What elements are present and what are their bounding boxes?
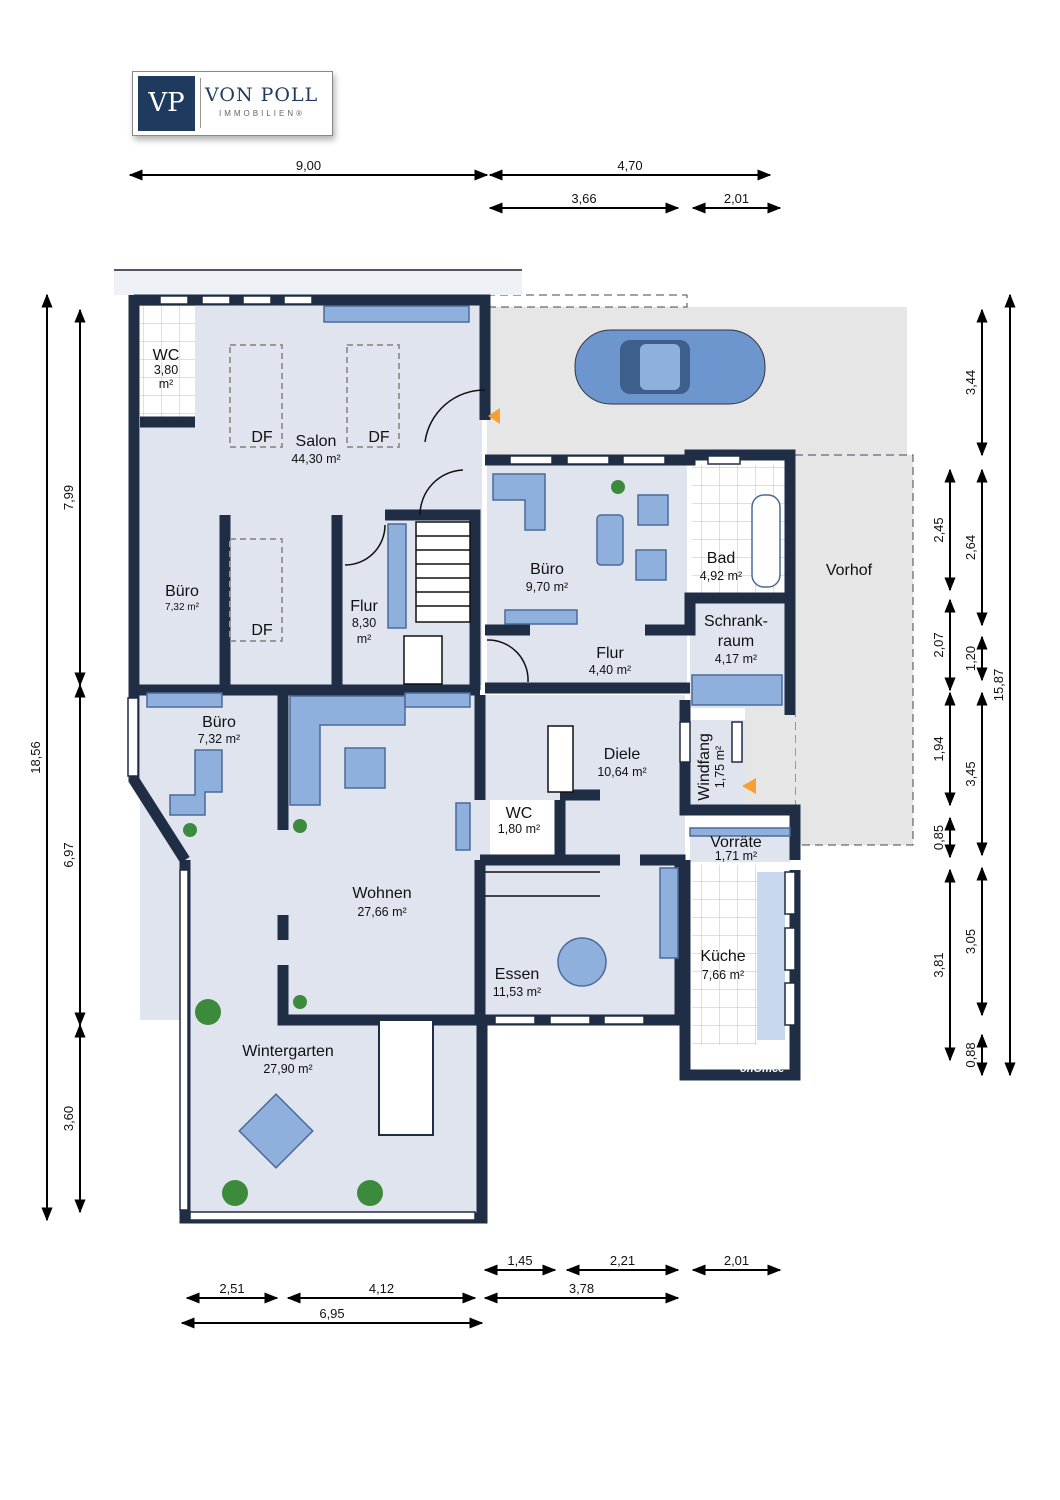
room-flur-left-unit: m² xyxy=(357,632,372,646)
room-flur-left-area: 8,30 xyxy=(352,616,376,630)
fireplace xyxy=(378,1019,434,1136)
room-buero-left-area: 7,32 m² xyxy=(165,602,200,613)
room-labels: WC 3,80 m² Salon 44,30 m² DF DF DF Büro … xyxy=(153,347,873,1076)
room-vorhof-name: Vorhof xyxy=(826,562,873,579)
room-buero-lower-area: 7,32 m² xyxy=(198,732,240,746)
logo-name: VON POLL xyxy=(205,84,319,106)
room-windfang-area: 1,75 m² xyxy=(713,746,727,788)
dimension-label: 1,94 xyxy=(931,736,946,761)
dimension-label: 7,99 xyxy=(61,485,76,510)
dimension-label: 6,95 xyxy=(319,1306,344,1321)
dimension-label: 4,70 xyxy=(617,158,642,173)
windows xyxy=(127,295,796,1221)
dimension-label: 3,81 xyxy=(931,952,946,977)
roof-edge xyxy=(114,269,522,295)
logo-divider xyxy=(200,78,201,128)
skylights xyxy=(229,344,400,642)
room-bad-name: Bad xyxy=(707,550,735,567)
room-bad-area: 4,92 m² xyxy=(700,569,742,583)
dimension-label: 2,07 xyxy=(931,632,946,657)
logo-subtitle: IMMOBILIEN® xyxy=(219,109,306,118)
room-wohnen-name: Wohnen xyxy=(352,885,411,902)
room-wc-lower-area: 1,80 m² xyxy=(498,822,540,836)
room-wohnen-area: 27,66 m² xyxy=(357,905,406,919)
skylight-label: DF xyxy=(251,429,273,446)
onoffice-watermark: onOffice xyxy=(740,1063,784,1075)
room-schrankraum-name1: Schrank- xyxy=(704,613,768,630)
room-wintergarten-area: 27,90 m² xyxy=(263,1062,312,1076)
room-essen-area: 11,53 m² xyxy=(493,985,541,999)
room-vorraete-name: Vorräte xyxy=(710,834,762,851)
dimension-label: 1,20 xyxy=(963,646,978,671)
dimension-label: 3,78 xyxy=(569,1281,594,1296)
room-wc-top-area: 3,80 xyxy=(154,363,178,377)
skylight-label: DF xyxy=(368,429,390,446)
von-poll-logo: VP VON POLL IMMOBILIEN® xyxy=(132,71,333,136)
room-buero-right-name: Büro xyxy=(530,561,564,578)
dimension-label: 2,01 xyxy=(724,191,749,206)
room-vorraete-area: 1,71 m² xyxy=(715,849,757,863)
room-buero-lower-name: Büro xyxy=(202,714,236,731)
furniture xyxy=(146,305,791,1169)
room-wc-top-name: WC xyxy=(153,347,180,364)
dimension-label: 3,45 xyxy=(963,761,978,786)
dimension-label: 2,51 xyxy=(219,1281,244,1296)
dimension-label: 1,45 xyxy=(507,1253,532,1268)
stairs xyxy=(403,521,600,897)
wc-top-tiles xyxy=(140,305,195,420)
dimension-label: 2,01 xyxy=(724,1253,749,1268)
dimension-label: 2,64 xyxy=(963,535,978,560)
dimension-label: 18,56 xyxy=(28,741,43,774)
entrance-markers xyxy=(488,408,756,794)
room-buero-left-name: Büro xyxy=(165,583,199,600)
car-icon xyxy=(574,329,766,405)
room-kueche-area: 7,66 m² xyxy=(702,968,744,982)
doors xyxy=(344,389,529,683)
dimension-label: 15,87 xyxy=(991,669,1006,702)
room-wintergarten-name: Wintergarten xyxy=(242,1043,334,1060)
dimension-label: 6,97 xyxy=(61,842,76,867)
dimension-label: 2,45 xyxy=(931,517,946,542)
room-windfang-name: Windfang xyxy=(696,733,713,801)
kitchen-counter xyxy=(757,872,785,1040)
dimension-label: 0,88 xyxy=(963,1042,978,1067)
room-salon-area: 44,30 m² xyxy=(291,452,340,466)
room-wc-lower-name: WC xyxy=(506,805,533,822)
room-flur-mid-name: Flur xyxy=(596,645,624,662)
room-essen-name: Essen xyxy=(495,966,539,983)
skylight-label: DF xyxy=(251,622,273,639)
room-flur-left-name: Flur xyxy=(350,598,378,615)
dimension-label: 4,12 xyxy=(369,1281,394,1296)
room-diele-name: Diele xyxy=(604,746,641,763)
room-wc-top-unit: m² xyxy=(159,377,174,391)
room-buero-right-area: 9,70 m² xyxy=(526,580,568,594)
room-salon-name: Salon xyxy=(296,433,337,450)
dimension-label: 3,05 xyxy=(963,929,978,954)
dimension-label: 0,85 xyxy=(931,825,946,850)
dimension-label: 2,21 xyxy=(610,1253,635,1268)
room-kueche-name: Küche xyxy=(700,948,745,965)
room-schrankraum-area: 4,17 m² xyxy=(715,652,757,666)
room-flur-mid-area: 4,40 m² xyxy=(589,663,631,677)
room-schrankraum-name2: raum xyxy=(718,633,754,650)
logo-mark: VP xyxy=(138,76,195,131)
dimension-lines: 9,00 4,70 3,66 2,01 18,56 7,99 6,97 3,60 3,44 15,… xyxy=(28,158,1016,1329)
plant-icons xyxy=(183,480,625,1206)
dimension-label: 3,60 xyxy=(61,1106,76,1131)
dimension-label: 3,44 xyxy=(963,370,978,395)
room-diele-area: 10,64 m² xyxy=(597,765,646,779)
kueche-tiles xyxy=(692,865,757,1045)
dimension-label: 3,66 xyxy=(571,191,596,206)
dimension-label: 9,00 xyxy=(296,158,321,173)
